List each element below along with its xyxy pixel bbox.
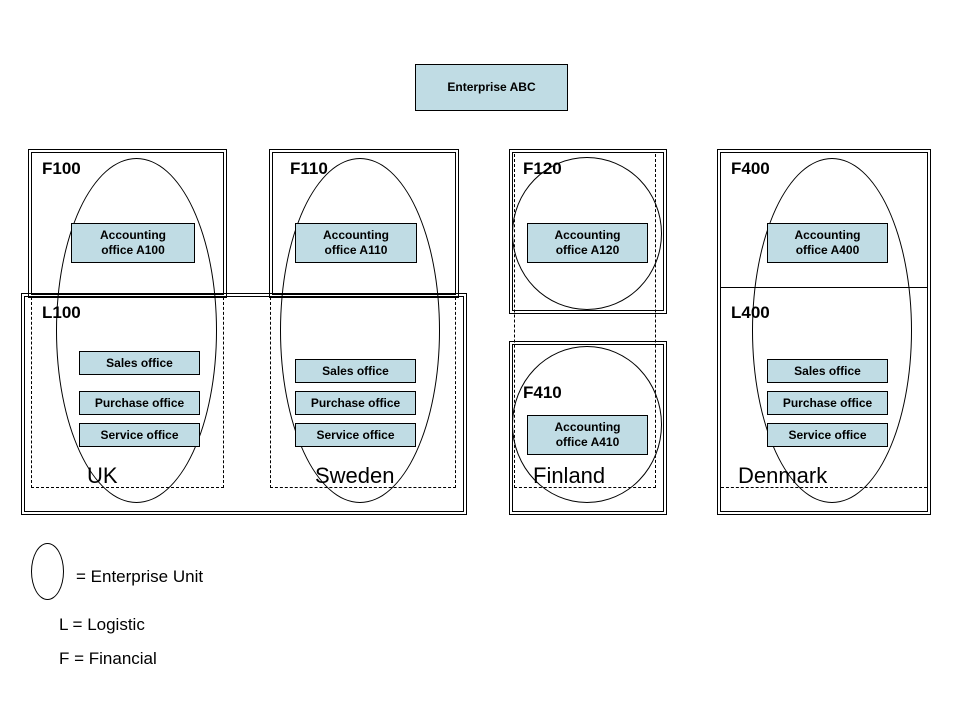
denmark-f-code: F400	[731, 159, 770, 178]
sweden-service-office: Service office	[295, 423, 416, 447]
sweden-accounting-label: Accounting office A110	[323, 228, 389, 257]
uk-sales-office: Sales office	[79, 351, 200, 375]
uk-accounting-label: Accounting office A100	[100, 228, 166, 257]
uk-sales-label: Sales office	[106, 355, 173, 370]
uk-accounting-office: Accounting office A100	[71, 223, 195, 263]
finland-dashed-left	[514, 154, 515, 488]
uk-purchase-label: Purchase office	[94, 395, 185, 410]
finland-accounting-a410-label: Accounting office A410	[554, 420, 621, 449]
sweden-country-label: Sweden	[315, 463, 395, 488]
finland-accounting-a120-label: Accounting office A120	[554, 228, 621, 257]
sweden-purchase-office: Purchase office	[295, 391, 416, 415]
uk-purchase-office: Purchase office	[79, 391, 200, 415]
enterprise-abc-box: Enterprise ABC	[415, 64, 568, 111]
sweden-sales-label: Sales office	[322, 363, 389, 378]
sweden-service-label: Service office	[316, 427, 395, 442]
finland-f120-code: F120	[523, 159, 562, 178]
denmark-purchase-office: Purchase office	[767, 391, 888, 415]
finland-dashed-right	[655, 154, 656, 488]
uk-f-code: F100	[42, 159, 81, 178]
denmark-sales-label: Sales office	[794, 363, 861, 378]
financial-unit-f400	[717, 149, 931, 515]
sweden-f-code: F110	[290, 159, 328, 178]
denmark-l-code: L400	[731, 303, 770, 322]
financial-unit-f410	[509, 341, 667, 515]
sweden-enterprise-unit-ellipse	[280, 158, 440, 503]
uk-country-label: UK	[87, 463, 118, 488]
financial-unit-f120	[509, 149, 667, 314]
denmark-accounting-office: Accounting office A400	[767, 223, 888, 263]
uk-enterprise-unit-ellipse	[56, 158, 217, 503]
finland-f410-code: F410	[523, 383, 562, 402]
denmark-country-label: Denmark	[738, 463, 828, 488]
finland-accounting-a410: Accounting office A410	[527, 415, 648, 455]
finland-accounting-a120: Accounting office A120	[527, 223, 648, 263]
finland-f410-enterprise-unit-ellipse	[512, 346, 662, 503]
denmark-service-office: Service office	[767, 423, 888, 447]
finland-country-label: Finland	[533, 463, 606, 488]
legend-financial: F = Financial	[59, 649, 157, 668]
uk-service-label: Service office	[100, 427, 179, 442]
legend-ellipse-icon	[31, 543, 64, 600]
uk-service-office: Service office	[79, 423, 200, 447]
sweden-purchase-label: Purchase office	[310, 395, 401, 410]
logistic-unit-l100	[21, 293, 467, 515]
denmark-accounting-label: Accounting office A400	[794, 228, 861, 257]
denmark-enterprise-unit-ellipse	[752, 158, 912, 503]
legend-enterprise-unit: = Enterprise Unit	[76, 567, 204, 586]
enterprise-abc-label: Enterprise ABC	[447, 80, 536, 94]
denmark-sales-office: Sales office	[767, 359, 888, 383]
sweden-accounting-office: Accounting office A110	[295, 223, 417, 263]
sweden-sales-office: Sales office	[295, 359, 416, 383]
denmark-purchase-label: Purchase office	[782, 395, 873, 410]
finland-f120-enterprise-unit-ellipse	[512, 157, 662, 310]
denmark-service-label: Service office	[788, 427, 867, 442]
uk-l-code: L100	[42, 303, 81, 322]
legend-logistic: L = Logistic	[59, 615, 145, 634]
